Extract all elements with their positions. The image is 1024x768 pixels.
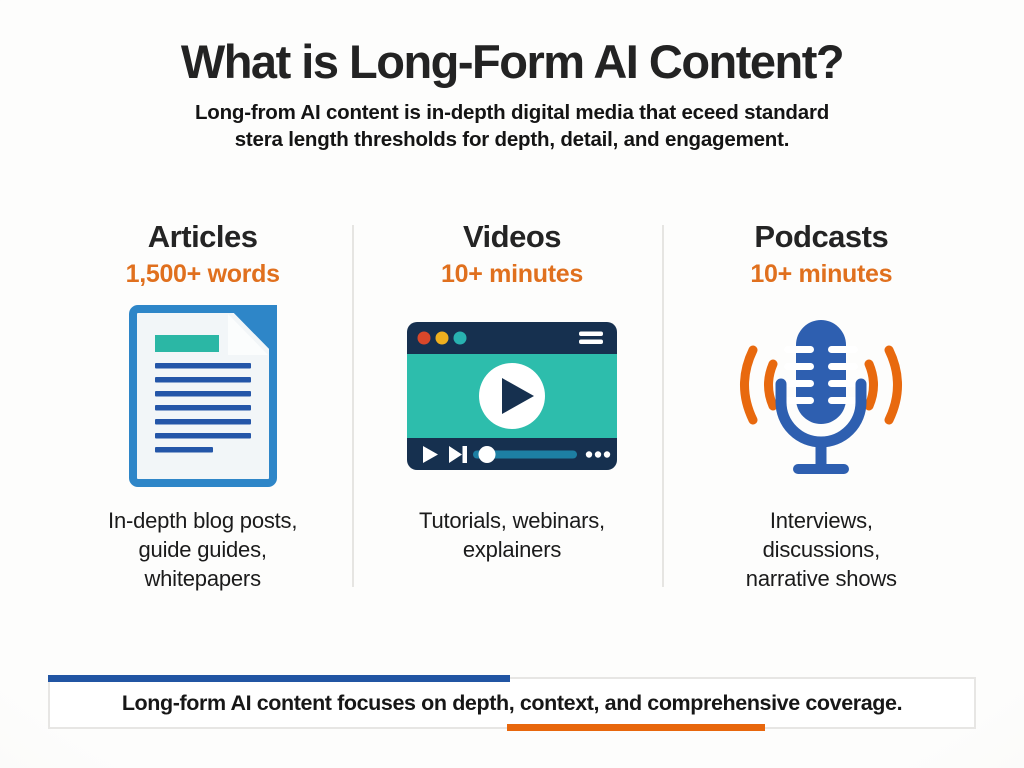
page-title: What is Long-Form AI Content?	[180, 35, 845, 88]
podcast-mic-icon	[740, 319, 903, 474]
column-podcasts-metric: 10+ minutes	[750, 260, 893, 288]
column-videos-description: Tutorials, webinars, explainers	[419, 508, 605, 563]
document-icon	[128, 305, 277, 487]
summary-text: Long-form AI content focuses on depth, c…	[121, 690, 903, 715]
column-videos-title: Videos	[462, 219, 562, 254]
video-player-icon	[406, 322, 617, 470]
column-videos: Videos 10+ minutes	[357, 218, 666, 593]
summary-banner: Long-form AI content focuses on depth, c…	[48, 675, 976, 731]
banner-blue-accent	[48, 675, 510, 682]
column-articles-description: In-depth blog posts, guide guides, white…	[108, 508, 298, 592]
content-columns: Articles 1,500+ words In-depth blog	[48, 218, 976, 593]
column-podcasts-icon-box	[667, 290, 976, 502]
column-podcasts-title: Podcasts	[754, 219, 889, 254]
column-divider-left	[352, 225, 354, 587]
column-videos-icon-box	[357, 290, 666, 502]
column-articles-title: Articles	[147, 219, 258, 254]
column-articles: Articles 1,500+ words In-depth blog	[48, 218, 357, 593]
column-articles-metric: 1,500+ words	[125, 260, 280, 288]
column-articles-icon-box	[48, 290, 357, 502]
column-podcasts-description: Interviews, discussions, narrative shows	[745, 508, 897, 592]
page-subtitle: Long-from AI content is in-depth digital…	[194, 101, 830, 152]
banner-orange-accent	[507, 724, 765, 731]
column-videos-metric: 10+ minutes	[441, 260, 583, 288]
column-podcasts: Podcasts 10+ minutes	[667, 218, 976, 593]
column-divider-right	[662, 225, 664, 587]
